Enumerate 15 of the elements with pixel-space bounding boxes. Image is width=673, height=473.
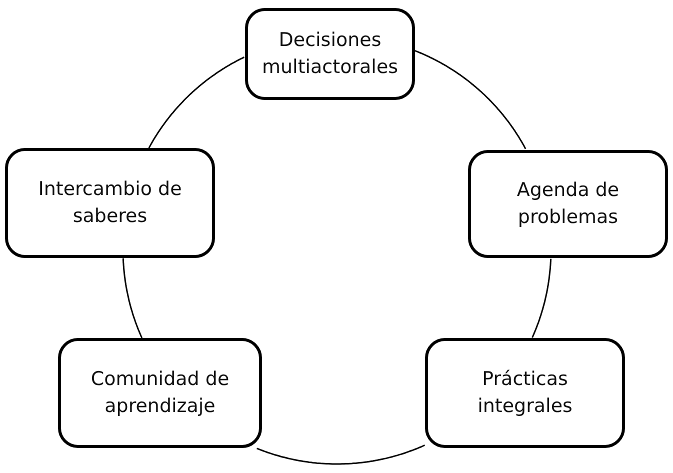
rounded-box (468, 150, 668, 258)
circle-arc-connector (148, 56, 245, 148)
rounded-box (245, 8, 415, 100)
box-label: Intercambio de saberes (37, 177, 183, 229)
rounded-box (58, 338, 262, 448)
rounded-box (5, 148, 215, 258)
box-label: Agenda de problemas (516, 178, 620, 230)
box-label: Decisiones multiactorales (260, 28, 400, 80)
box-label: Prácticas integrales (476, 367, 574, 419)
circle-arc-connector (122, 258, 143, 338)
circle-arc-connector (532, 258, 552, 338)
box-label: Comunidad de aprendizaje (90, 367, 230, 419)
circle-arc-connector (256, 444, 425, 465)
rounded-box (425, 338, 625, 448)
circle-arc-connector (414, 50, 526, 150)
